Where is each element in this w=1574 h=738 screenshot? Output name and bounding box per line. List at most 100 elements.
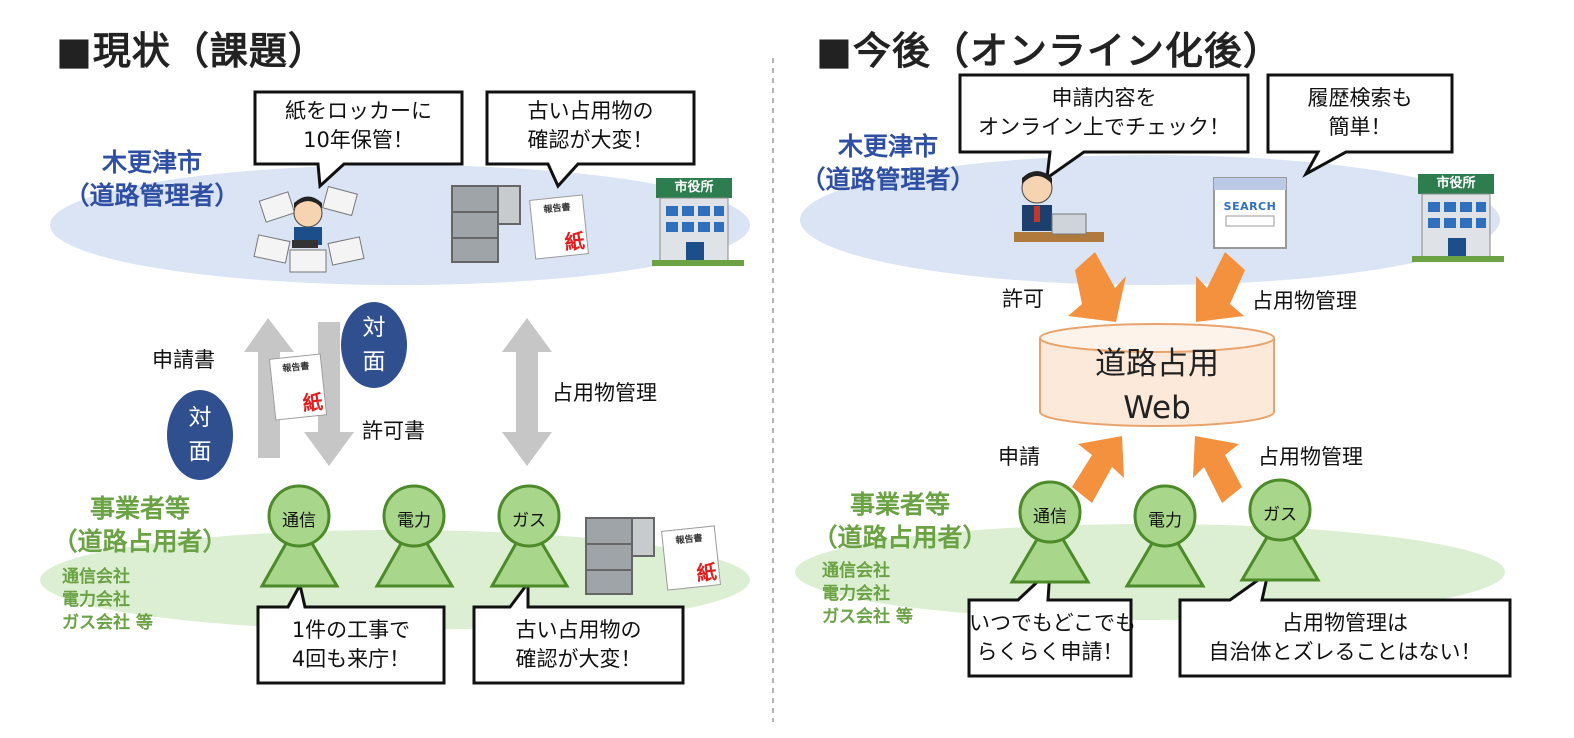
person-label-left-2: 電力 xyxy=(397,511,431,531)
person-icon-left-3 xyxy=(489,484,570,588)
right-company-list: 通信会社 電力会社 ガス会社 等 xyxy=(822,560,913,629)
taimen-oval-2 xyxy=(167,390,233,480)
bubble-line: 1件の工事で xyxy=(291,618,411,642)
person-icon-left-1 xyxy=(259,484,340,588)
bubble-right-city-1 xyxy=(958,73,1250,182)
bubble-line: 確認が大変！ xyxy=(527,128,654,152)
bubble-left-city-1-text: 紙をロッカーに 10年保管！ xyxy=(255,97,462,155)
bubble-line: 自治体とズレることはない！ xyxy=(1208,640,1482,664)
person-label-left-3: ガス xyxy=(512,511,546,531)
taimen-text-1: 対 面 xyxy=(341,311,407,379)
bubble-right-biz-1-text: いつでもどこでも らくらく申請！ xyxy=(969,609,1136,667)
right-biz-label: 事業者等 （道路占用者） xyxy=(800,488,1000,554)
right-city-role: （道路管理者） xyxy=(800,165,976,194)
left-title: ■現状（課題） xyxy=(56,29,327,73)
company-item: 通信会社 xyxy=(62,567,130,587)
right-biz-role: （道路占用者） xyxy=(812,523,988,552)
gray-arrow-up xyxy=(244,318,294,458)
taimen-text-2: 対 面 xyxy=(167,401,233,469)
bubble-left-city-2-text: 古い占用物の 確認が大変！ xyxy=(487,97,694,155)
person-icon-left-2 xyxy=(374,484,455,588)
locker-icon-biz xyxy=(585,517,655,595)
bubble-line: オンライン上でチェック！ xyxy=(978,115,1230,139)
report-doc-stamp: 紙 xyxy=(563,228,586,255)
bubble-right-biz-2-text: 占用物管理は 自治体とズレることはない！ xyxy=(1180,609,1510,667)
city-hall-icon-right xyxy=(1412,174,1504,262)
right-city-name: 木更津市 xyxy=(837,132,938,161)
bubble-line: 占用物管理は xyxy=(1282,611,1408,635)
label-occupancy-management-right-top: 占用物管理 xyxy=(1252,289,1357,313)
bubble-line: 履歴検索も xyxy=(1307,86,1413,110)
person-icon-right-1 xyxy=(1009,480,1091,584)
person-icon-right-2 xyxy=(1124,484,1206,588)
bubble-left-biz-2 xyxy=(472,578,685,685)
worker-laptop-icon xyxy=(1014,171,1104,242)
bubble-left-biz-2-text: 古い占用物の 確認が大変！ xyxy=(474,616,683,674)
orange-arrow-management-bottom xyxy=(1193,436,1242,503)
bubble-line: 4回も来庁！ xyxy=(291,647,411,671)
bubble-line: 紙をロッカーに xyxy=(285,99,432,123)
bubble-line: 10年保管！ xyxy=(303,128,414,152)
search-browser-icon xyxy=(1213,177,1287,249)
city-hall-icon-left xyxy=(652,178,744,266)
city-hall-sign-right: 市役所 xyxy=(1436,176,1476,191)
gray-arrow-down xyxy=(304,322,354,466)
taimen-char: 対 xyxy=(362,315,386,341)
right-biz-name: 事業者等 xyxy=(849,490,950,519)
label-occupancy-management-right-bottom: 占用物管理 xyxy=(1258,445,1363,469)
bubble-right-biz-1 xyxy=(967,566,1133,678)
bubble-left-biz-1-text: 1件の工事で 4回も来庁！ xyxy=(258,616,444,674)
bubble-right-biz-2 xyxy=(1178,569,1512,678)
person-label-right-1: 通信 xyxy=(1033,507,1067,527)
company-item: 電力会社 xyxy=(62,590,130,610)
bubble-line: 確認が大変！ xyxy=(515,647,642,671)
company-item: ガス会社 等 xyxy=(62,613,153,633)
bubble-line: 簡単！ xyxy=(1328,115,1392,139)
bubble-left-city-2 xyxy=(485,90,696,189)
bubble-line: らくらく申請！ xyxy=(976,640,1124,664)
label-occupancy-management-left: 占用物管理 xyxy=(552,381,657,405)
db-label-line: Web xyxy=(1123,390,1191,426)
report-document-icon-biz: 報告書 紙 xyxy=(661,525,721,591)
db-label: 道路占用 Web xyxy=(1040,342,1274,430)
gray-arrow-both xyxy=(502,318,552,466)
bubble-left-biz-1 xyxy=(256,580,446,685)
report-document-icon-city: 報告書 紙 xyxy=(529,194,589,260)
bubble-left-city-1 xyxy=(253,90,464,190)
report-doc-stamp: 紙 xyxy=(301,389,324,416)
taimen-oval-1 xyxy=(341,302,407,388)
locker-icon-city xyxy=(451,185,521,263)
taimen-char: 面 xyxy=(188,439,212,465)
label-permit-doc: 許可書 xyxy=(362,419,425,443)
company-item: 電力会社 xyxy=(822,584,890,604)
left-company-list: 通信会社 電力会社 ガス会社 等 xyxy=(62,566,153,635)
road-occupancy-db xyxy=(1039,323,1275,427)
orange-arrow-permit xyxy=(1068,252,1126,322)
label-application-online: 申請 xyxy=(998,445,1040,469)
report-document-icon-middle: 報告書 紙 xyxy=(268,353,328,421)
city-hall-sign-left: 市役所 xyxy=(674,180,714,195)
left-city-name: 木更津市 xyxy=(101,148,202,177)
left-biz-name: 事業者等 xyxy=(89,494,190,523)
bubble-right-city-2-text: 履歴検索も 簡単！ xyxy=(1268,84,1452,142)
person-label-left-1: 通信 xyxy=(282,511,316,531)
left-city-label: 木更津市 （道路管理者） xyxy=(52,146,252,212)
bubble-right-city-2 xyxy=(1266,73,1454,178)
report-doc-title: 報告書 xyxy=(675,533,704,547)
right-city-label: 木更津市 （道路管理者） xyxy=(788,130,988,196)
bubble-line: 古い占用物の xyxy=(515,618,642,642)
search-label: SEARCH xyxy=(1223,200,1277,213)
taimen-char: 対 xyxy=(188,405,212,431)
person-label-right-3: ガス xyxy=(1263,505,1297,525)
left-biz-label: 事業者等 （道路占用者） xyxy=(40,492,240,558)
company-item: ガス会社 等 xyxy=(822,607,913,627)
report-doc-title: 報告書 xyxy=(543,202,572,216)
taimen-char: 面 xyxy=(362,349,386,375)
company-item: 通信会社 xyxy=(822,561,890,581)
right-city-ellipse xyxy=(800,155,1500,285)
left-biz-role: （道路占用者） xyxy=(52,527,228,556)
report-doc-stamp: 紙 xyxy=(695,559,718,586)
stressed-worker-icon xyxy=(253,185,365,273)
person-icon-right-3 xyxy=(1239,478,1321,582)
bubble-right-city-1-text: 申請内容を オンライン上でチェック！ xyxy=(960,84,1248,142)
